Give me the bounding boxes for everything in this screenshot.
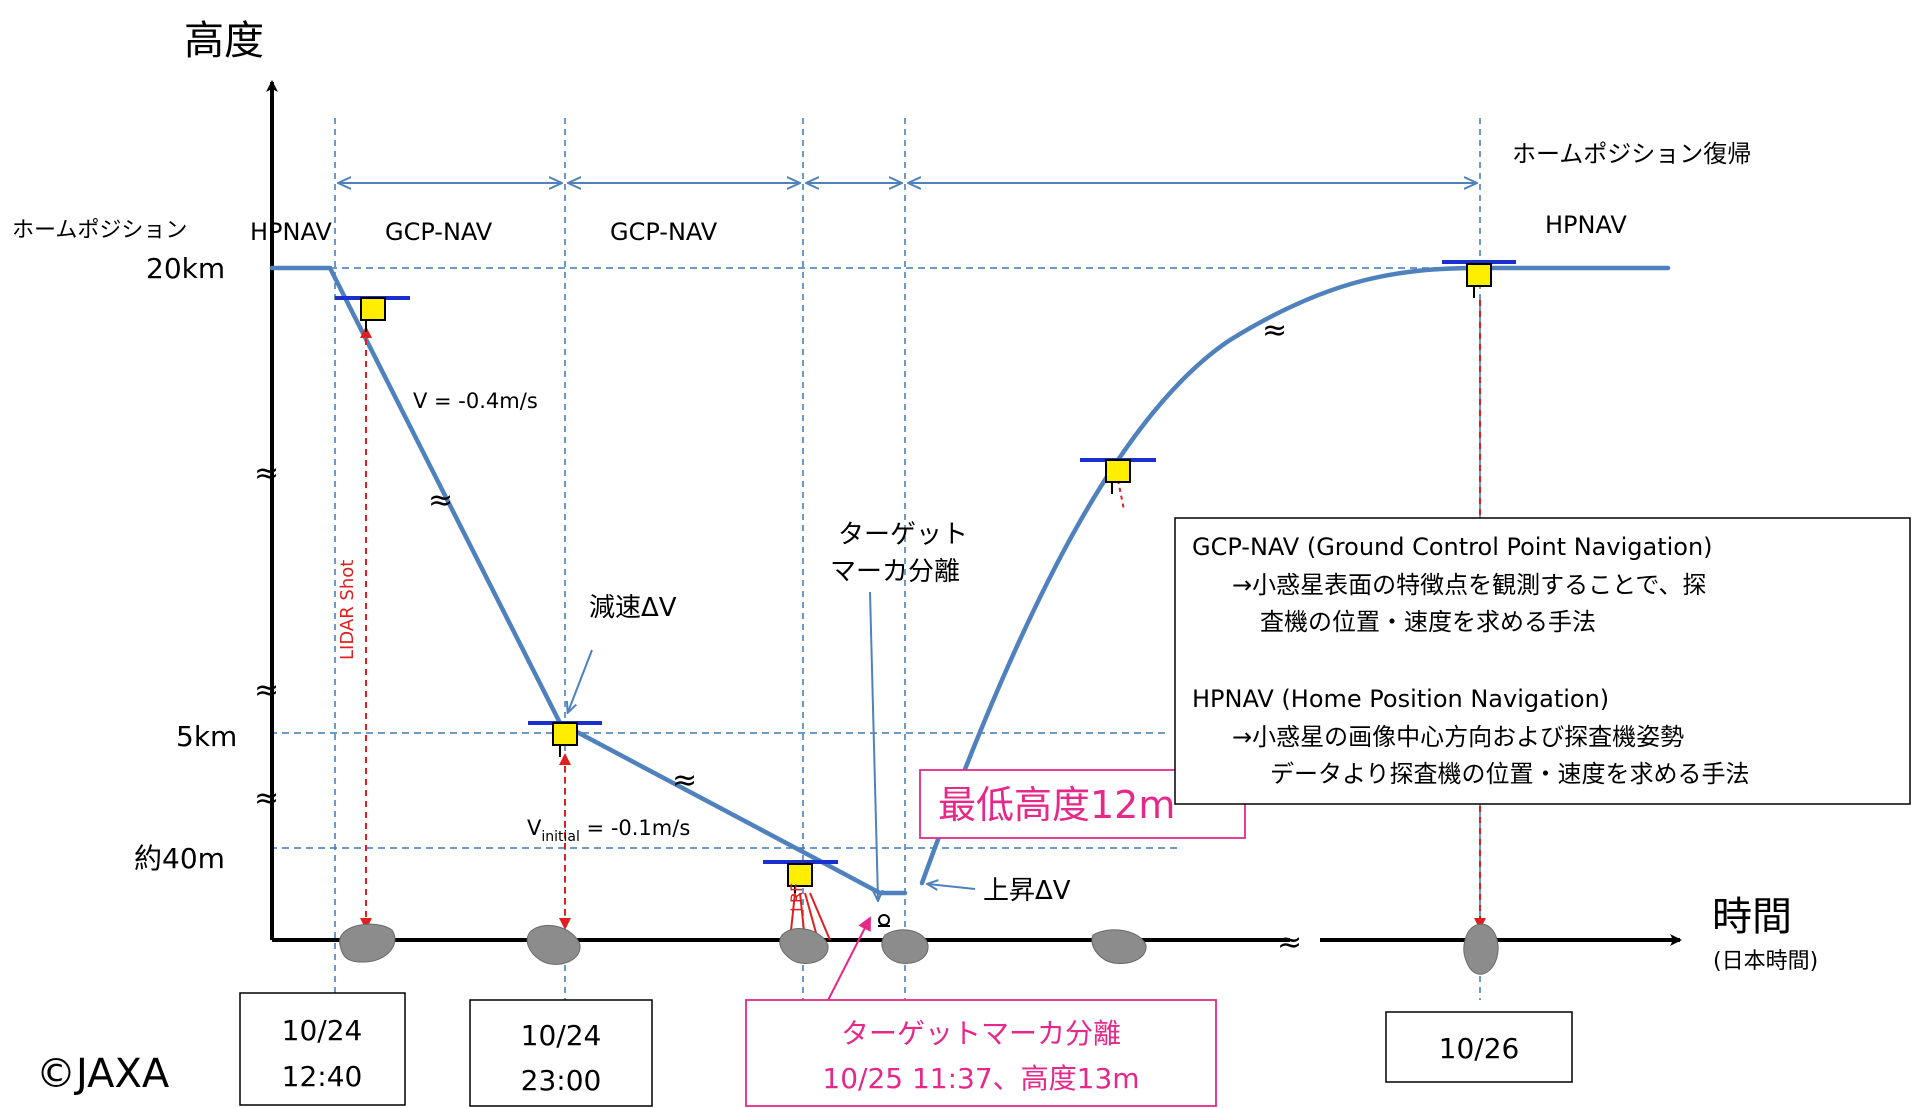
time-box-date: 10/24: [282, 1014, 363, 1047]
spacecraft-icon: [335, 296, 410, 332]
min-altitude-label: 最低高度12m: [938, 783, 1175, 827]
phase-label-hpnav-right: HPNAV: [1545, 211, 1627, 239]
trajectory-break-mark: ≈: [1262, 313, 1287, 348]
horizontal-guides: [270, 267, 1490, 849]
axis-break-mark: ≈: [254, 673, 279, 708]
time-axis-break-mark: ≈: [1277, 925, 1302, 960]
trajectory-break-mark: ≈: [672, 763, 697, 798]
target-separation-box-detail: 10/25 11:37、高度13m: [822, 1062, 1139, 1095]
spacecraft-icon: [1442, 260, 1516, 298]
trajectory: [269, 265, 1671, 896]
time-box-time: 12:40: [282, 1060, 363, 1093]
spacecraft-icon: [763, 860, 838, 893]
legend-gcp-desc: 査機の位置・速度を求める手法: [1260, 608, 1596, 636]
target-separation-box: [745, 999, 1217, 1107]
spacecraft-icon: [1080, 458, 1156, 494]
initial-velocity-label: Vinitial = -0.1m/s: [527, 816, 690, 845]
time-box-date: 10/26: [1439, 1032, 1520, 1065]
callout-arrows: [568, 591, 976, 1013]
altitude-5km-label: 5km: [176, 720, 237, 753]
time-box-date: 10/24: [521, 1019, 602, 1052]
asteroid-rocks: [339, 914, 1499, 975]
time-box-time: 23:00: [521, 1064, 602, 1097]
target-separation-label: ターゲット: [838, 520, 968, 550]
phase-label-gcpnav-2: GCP-NAV: [610, 218, 718, 246]
time-box: [1385, 1011, 1573, 1083]
legend-hp-desc: データより探査機の位置・速度を求める手法: [1270, 760, 1750, 788]
legend-gcp-title: GCP-NAV (Ground Control Point Navigation…: [1192, 533, 1713, 561]
altitude-40m-label: 約40m: [134, 842, 225, 875]
altitude-20km-label: 20km: [146, 252, 225, 285]
phase-label-hpnav-left: HPNAV: [250, 218, 332, 246]
axis-break-mark: ≈: [254, 781, 279, 816]
x-axis-title: 時間: [1712, 894, 1792, 940]
y-axis-title: 高度: [184, 18, 264, 64]
phase-label-gcpnav-1: GCP-NAV: [385, 218, 493, 246]
time-box: [239, 992, 406, 1106]
target-separation-label: マーカ分離: [830, 557, 960, 587]
decel-label: 減速ΔV: [589, 593, 677, 623]
ascent-label: 上昇ΔV: [983, 876, 1071, 906]
velocity-label: V = -0.4m/s: [413, 389, 538, 413]
target-separation-box-title: ターゲットマーカ分離: [841, 1017, 1121, 1050]
legend-box: [1174, 517, 1911, 805]
legend-gcp-desc: →小惑星表面の特徴点を観測することで、探: [1232, 571, 1706, 599]
lidar-shot-label: LIDAR Shot: [337, 560, 358, 660]
home-position-label: ホームポジション: [12, 218, 187, 243]
legend-hp-title: HPNAV (Home Position Navigation): [1192, 685, 1609, 713]
spacecraft-icon: [528, 721, 602, 757]
home-return-label: ホームポジション復帰: [1512, 140, 1751, 168]
lrf-label: LRF: [787, 883, 806, 912]
trajectory-break-mark: ≈: [428, 483, 453, 518]
axis-break-mark: ≈: [254, 456, 279, 491]
legend-hp-desc: →小惑星の画像中心方向および探査機姿勢: [1232, 723, 1684, 751]
jaxa-credit: ©JAXA: [36, 1051, 170, 1097]
time-box: [469, 999, 653, 1107]
x-axis-subtitle: (日本時間): [1713, 949, 1818, 974]
